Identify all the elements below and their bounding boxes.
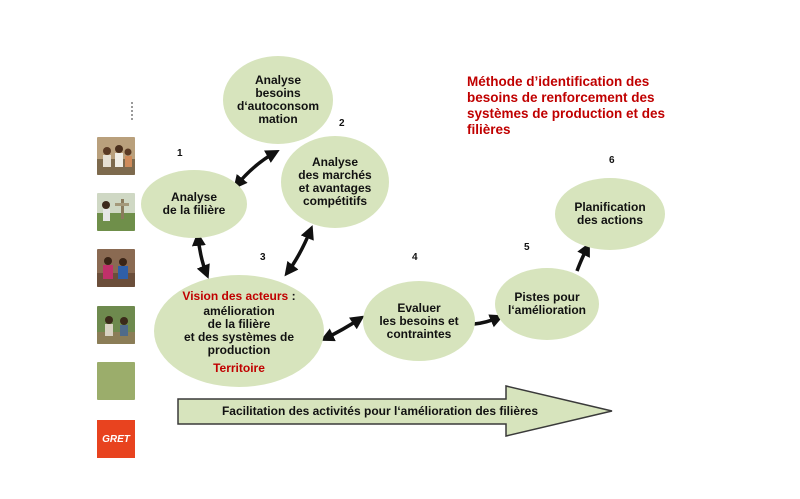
facilitation-label: Facilitation des activités pour l‘amélio… <box>221 404 539 418</box>
arrow-pistes-planification <box>575 242 590 272</box>
vision-colon: : <box>288 289 296 303</box>
facilitation-arrow <box>177 385 613 437</box>
group-photo <box>97 249 135 287</box>
village-photo <box>97 306 135 344</box>
diagram-title: Méthode d’identification des besoins de … <box>467 74 666 137</box>
field-photo <box>97 193 135 231</box>
step-number-3: 3 <box>260 252 266 263</box>
gret-logo: GRET <box>97 420 135 458</box>
green-swatch <box>97 362 135 400</box>
node-vision: Vision des acteurs : amélioration de la … <box>154 275 324 387</box>
step-number-6: 6 <box>609 155 615 166</box>
step-number-2: 2 <box>339 118 345 129</box>
vision-body: amélioration de la filière et des systèm… <box>183 304 295 357</box>
vision-title: Vision des acteurs <box>182 289 289 303</box>
node-filiere-label: Analyse de la filière <box>162 190 226 217</box>
dotted-separator <box>131 102 135 120</box>
node-planification: Planification des actions <box>555 178 665 250</box>
step-number-4: 4 <box>412 252 418 263</box>
node-pistes: Pistes pour l‘amélioration <box>495 268 599 340</box>
step-number-5: 5 <box>524 242 530 253</box>
node-pistes-label: Pistes pour l‘amélioration <box>507 290 587 317</box>
node-autoconsommation-label: Analyse besoins d‘autoconsom mation <box>236 73 319 126</box>
node-marches-label: Analyse des marchés et avantages compéti… <box>298 155 372 208</box>
node-evaluer: Evaluer les besoins et contraintes <box>363 281 475 361</box>
node-autoconsommation: Analyse besoins d‘autoconsom mation <box>223 56 333 144</box>
arrow-evaluer-pistes <box>473 314 504 328</box>
vision-territoire: Territoire <box>213 361 265 375</box>
arrow-filiere-vision <box>191 231 210 279</box>
arrow-filiere-marches <box>233 149 280 190</box>
node-evaluer-label: Evaluer les besoins et contraintes <box>379 300 459 341</box>
step-number-1: 1 <box>177 148 183 159</box>
node-filiere: Analyse de la filière <box>141 170 247 238</box>
arrow-vision-evaluer <box>320 315 365 342</box>
node-marches: Analyse des marchés et avantages compéti… <box>281 136 389 228</box>
arrow-marches-vision <box>284 225 314 277</box>
node-planification-label: Planification des actions <box>574 200 646 227</box>
people-photo <box>97 137 135 175</box>
